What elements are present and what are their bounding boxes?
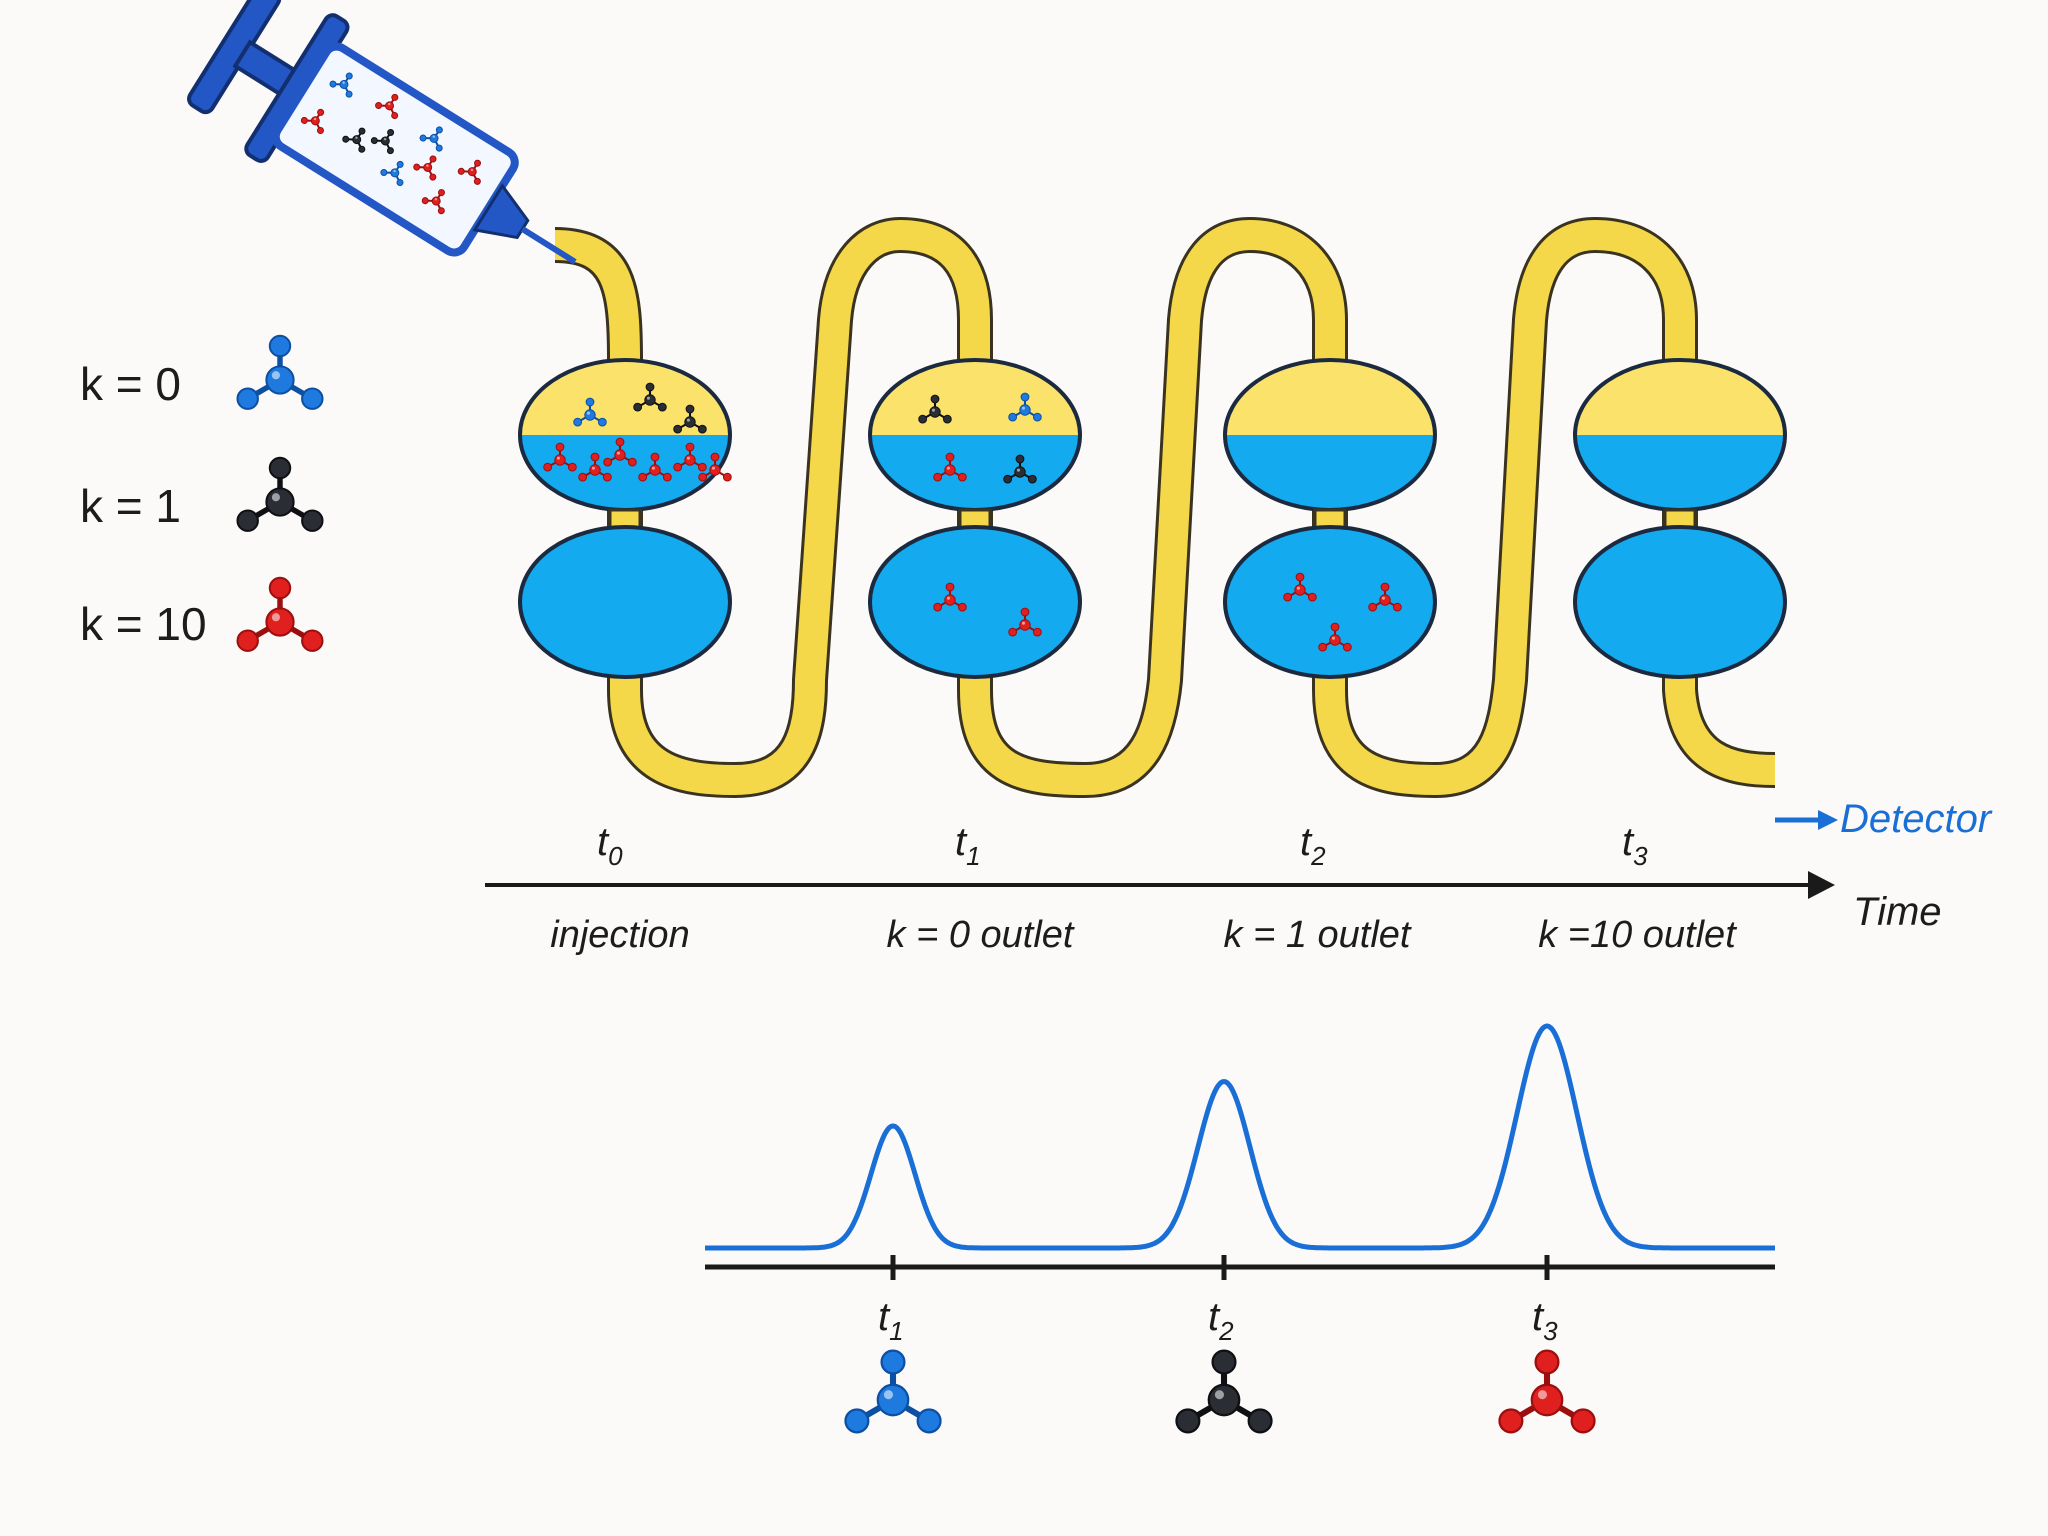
peak-molecule-k0-icon: [844, 1349, 942, 1434]
lower-chamber: [518, 525, 732, 679]
stage-label-injection: injection: [550, 914, 689, 956]
legend-molecule-k10-icon: [236, 576, 324, 652]
syringe-molecule-6-icon: [380, 160, 404, 187]
chamber-molecule-0-icon: [573, 397, 607, 427]
chamber-molecule-13-icon: [933, 582, 967, 612]
chamber-molecule-7-icon: [673, 442, 707, 472]
legend: k = 0 k = 1 k = 10: [80, 334, 324, 652]
legend-label-k10: k = 10: [80, 598, 207, 650]
timeline-t2-label: t2: [1300, 820, 1326, 871]
syringe-molecule-9-icon: [413, 155, 437, 181]
syringe-molecule-2-icon: [419, 126, 443, 152]
chamber-molecule-9-icon: [918, 394, 952, 424]
legend-molecule-k1-icon: [236, 456, 324, 532]
syringe-molecule-5-icon: [342, 127, 366, 153]
timeline-t3-label: t3: [1622, 820, 1648, 871]
chromatogram-t2-label: t2: [1208, 1295, 1234, 1346]
chamber-molecule-12-icon: [1003, 454, 1037, 484]
lower-chamber: [1223, 525, 1437, 679]
chamber-molecule-15-icon: [1283, 572, 1317, 602]
chamber-stage-1: [868, 358, 1082, 679]
syringe-molecule-3-icon: [457, 159, 482, 185]
chromatogram: t1 t2 t3: [705, 1023, 1775, 1434]
syringe-molecules: [300, 72, 482, 215]
chamber-molecule-11-icon: [933, 452, 967, 482]
peak-molecule-k1-icon: [1175, 1349, 1273, 1434]
chamber-molecule-1-icon: [633, 382, 667, 412]
lower-chamber: [868, 525, 1082, 679]
syringe-molecule-1-icon: [375, 93, 399, 120]
peak-molecule-k10-icon: [1498, 1349, 1596, 1434]
time-axis-label: Time: [1853, 890, 1942, 934]
chamber-molecule-17-icon: [1318, 622, 1352, 652]
syringe-molecule-7-icon: [421, 189, 445, 215]
syringe-molecule-8-icon: [370, 128, 395, 155]
chamber-molecule-2-icon: [673, 404, 707, 434]
chromatogram-ticks: [890, 1255, 1550, 1280]
chamber-molecule-14-icon: [1008, 607, 1042, 637]
chromatogram-t3-label: t3: [1532, 1295, 1558, 1346]
chamber-group: [518, 358, 1787, 679]
stage-label-k0-outlet: k = 0 outlet: [887, 914, 1075, 956]
legend-molecule-k0-icon: [236, 334, 324, 410]
chamber-stage-3: [1573, 358, 1787, 679]
detector-arrowhead-icon: [1818, 810, 1838, 830]
peak-molecules: [844, 1349, 1596, 1434]
detector-label: Detector: [1840, 797, 1993, 841]
legend-label-k1: k = 1: [80, 480, 181, 532]
legend-label-k0: k = 0: [80, 358, 181, 410]
syringe-molecule-0-icon: [329, 72, 353, 98]
legend-molecules: [236, 334, 324, 652]
chamber-stage-2: [1223, 358, 1437, 679]
stage-label-k1-outlet: k = 1 outlet: [1224, 914, 1412, 956]
syringe-molecule-4-icon: [300, 108, 325, 135]
chamber-molecule-6-icon: [638, 452, 672, 482]
chamber-molecule-4-icon: [578, 452, 612, 482]
chamber-molecule-10-icon: [1008, 392, 1042, 422]
chamber-molecule-5-icon: [603, 437, 637, 467]
time-axis-arrow-icon: [1808, 871, 1835, 899]
syringe: [187, 0, 577, 265]
chamber-stage-0: [518, 358, 732, 679]
chamber-molecule-3-icon: [543, 442, 577, 472]
column-tube: [554, 216, 1776, 799]
chromatogram-t1-label: t1: [878, 1295, 904, 1346]
chromatogram-trace: [705, 1023, 1775, 1251]
lower-chamber: [1573, 525, 1787, 679]
timeline-t0-label: t0: [597, 820, 623, 871]
chamber-molecule-8-icon: [698, 452, 732, 482]
timeline: Time t0 t1 t2 t3 injection k = 0 outlet …: [485, 797, 1993, 956]
chamber-molecule-16-icon: [1368, 582, 1402, 612]
timeline-t1-label: t1: [955, 820, 981, 871]
stage-label-k10-outlet: k =10 outlet: [1538, 914, 1737, 956]
